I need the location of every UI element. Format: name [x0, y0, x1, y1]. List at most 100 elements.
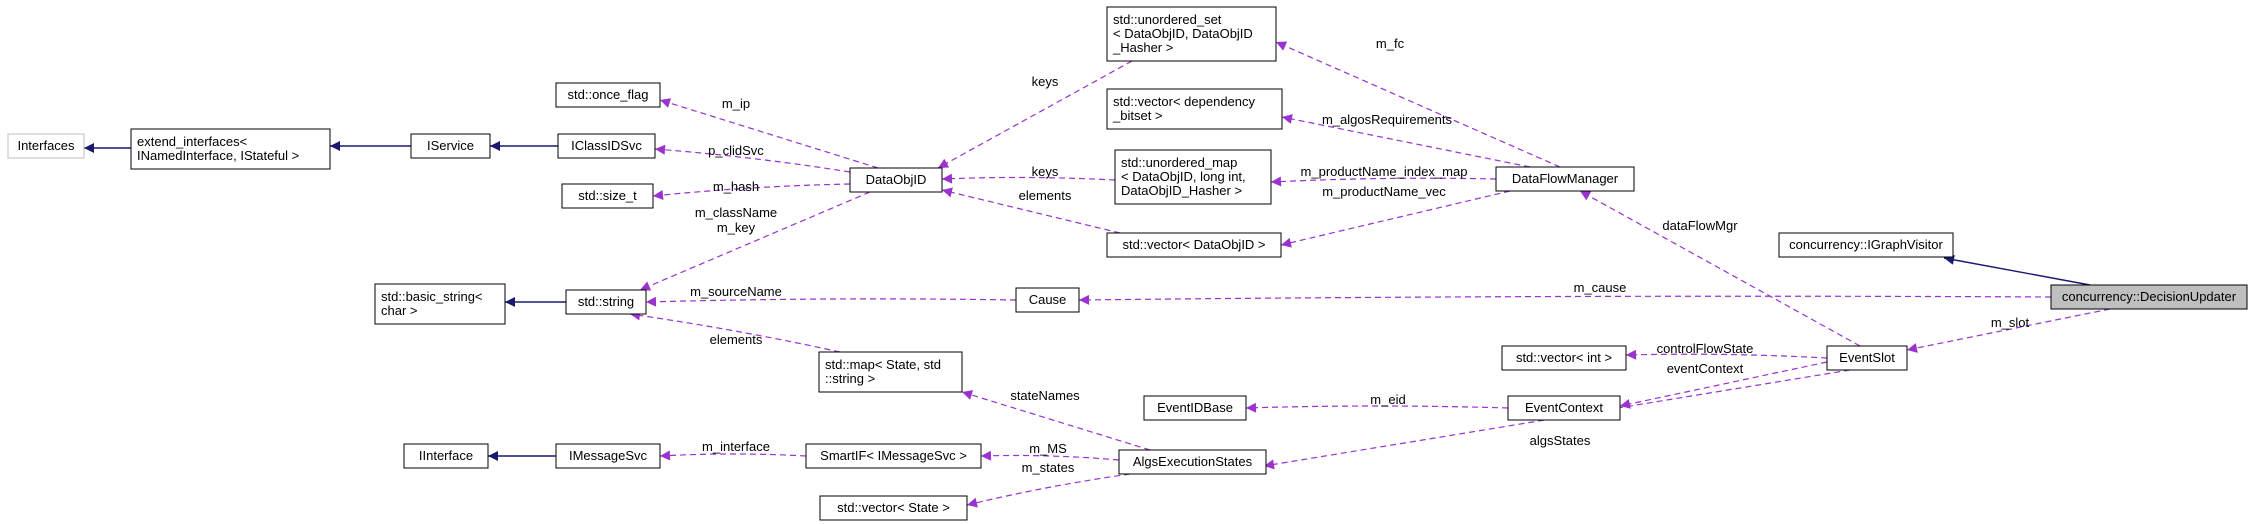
class-node-decisionupdater[interactable]: concurrency::DecisionUpdater [2050, 284, 2248, 310]
class-node-interfaces[interactable]: Interfaces [7, 133, 85, 159]
class-node-label: < DataObjID, long int, [1121, 169, 1246, 184]
class-node-dataflowmanager[interactable]: DataFlowManager [1495, 166, 1635, 192]
class-node-label: EventIDBase [1157, 400, 1233, 415]
class-node-box [1114, 149, 1272, 205]
class-node-label: < DataObjID, DataObjID [1113, 26, 1253, 41]
class-node-label: concurrency::IGraphVisitor [1789, 237, 1943, 252]
edge-dataflowmanager-to-vector-dep [1281, 114, 1531, 168]
class-node-box [555, 443, 661, 469]
class-node-eventidbase[interactable]: EventIDBase [1143, 395, 1247, 421]
class-node-box [1106, 88, 1283, 130]
class-node-basic-string[interactable]: std::basic_string< char > [374, 283, 506, 325]
edge-dataobjid-to-size-t [652, 183, 851, 200]
class-node-label: DataObjID_Hasher > [1121, 183, 1242, 198]
class-node-extend-interfaces[interactable]: extend_interfaces< INamedInterface, ISta… [130, 128, 331, 170]
class-node-algsexecutionstates[interactable]: AlgsExecutionStates [1118, 449, 1267, 475]
class-node-smartif[interactable]: SmartIF< IMessageSvc > [805, 443, 982, 469]
class-node-label: _Hasher > [1112, 40, 1173, 55]
edge-eventcontext-to-eventidbase [1245, 402, 1509, 413]
edge-label-statenames: stateNames [1010, 388, 1080, 403]
class-node-label: IClassIDSvc [571, 138, 642, 153]
class-node-igraphvisitor[interactable]: concurrency::IGraphVisitor [1778, 232, 1954, 258]
class-node-vector-int[interactable]: std::vector< int > [1501, 345, 1627, 371]
class-node-label: IService [427, 138, 474, 153]
class-node-vector-dep[interactable]: std::vector< dependency_bitset > [1106, 88, 1283, 130]
class-node-label: std::unordered_set [1113, 12, 1222, 27]
edge-smartif-to-imessagesvc [659, 450, 807, 461]
class-node-dataobjid[interactable]: DataObjID [849, 167, 943, 193]
class-node-size-t[interactable]: std::size_t [561, 183, 654, 209]
class-node-label: std::vector< State > [837, 500, 950, 515]
class-node-iservice[interactable]: IService [410, 133, 491, 159]
edge-algsexecutionstates-to-map-state [961, 390, 1151, 451]
edge-label-keys: keys [1032, 164, 1059, 179]
class-node-box [2050, 284, 2248, 310]
edge-eventslot-to-vector-int [1625, 349, 1828, 360]
class-node-cause[interactable]: Cause [1015, 287, 1080, 313]
edge-eventslot-to-eventcontext [1619, 361, 1828, 409]
edge-label-m-classname: m_className [695, 205, 777, 220]
class-node-box [130, 128, 331, 170]
class-node-label: SmartIF< IMessageSvc > [820, 448, 967, 463]
class-node-label: IMessageSvc [569, 448, 648, 463]
edge-label-m-eid: m_eid [1370, 392, 1405, 407]
class-node-box [1778, 232, 1954, 258]
edge-label-m-interface: m_interface [702, 439, 770, 454]
class-node-label: std::once_flag [568, 87, 649, 102]
edge-dataobjid-to-string [639, 191, 871, 291]
class-node-box [1501, 345, 1627, 371]
edge-label-eventcontext: eventContext [1667, 361, 1744, 376]
class-node-unordered-map[interactable]: std::unordered_map< DataObjID, long int,… [1114, 149, 1272, 205]
class-node-label: std::vector< DataObjID > [1122, 237, 1265, 252]
class-node-label: IInterface [419, 448, 473, 463]
class-node-label: std::vector< dependency [1113, 94, 1256, 109]
class-node-box [403, 443, 489, 469]
class-node-once-flag[interactable]: std::once_flag [555, 82, 661, 108]
class-node-label: Cause [1029, 292, 1067, 307]
class-node-box [1106, 232, 1282, 258]
class-node-imessagesvc[interactable]: IMessageSvc [555, 443, 661, 469]
class-node-string[interactable]: std::string [565, 289, 647, 315]
class-node-label: std::size_t [578, 188, 637, 203]
class-node-unordered-set[interactable]: std::unordered_set< DataObjID, DataObjID… [1106, 6, 1277, 62]
class-node-box [410, 133, 491, 159]
class-node-label: DataObjID [866, 172, 927, 187]
edge-label-elements: elements [1019, 188, 1072, 203]
edge-decisionupdater-to-eventslot [1906, 308, 2111, 353]
class-node-label: std::unordered_map [1121, 155, 1237, 170]
edge-decisionupdater-to-cause [1078, 294, 2052, 305]
edge-dataobjid-to-iclassidsvc [654, 144, 851, 173]
class-node-vector-did[interactable]: std::vector< DataObjID > [1106, 232, 1282, 258]
class-node-eventslot[interactable]: EventSlot [1826, 345, 1908, 371]
edge-label-m-sourcename: m_sourceName [690, 284, 782, 299]
class-node-box [818, 351, 963, 393]
edge-dataflowmanager-to-vector-did [1280, 190, 1511, 248]
class-node-label: std::string [578, 294, 634, 309]
class-node-box [1106, 6, 1277, 62]
class-node-box [1143, 395, 1247, 421]
edge-label-m-states: m_states [1022, 460, 1075, 475]
class-node-label: std::map< State, std [825, 357, 941, 372]
edge-label-m-key: m_key [717, 220, 756, 235]
class-node-vector-state[interactable]: std::vector< State > [819, 495, 968, 521]
class-node-box [819, 495, 968, 521]
edge-unordered-set-to-dataobjid [937, 60, 1133, 169]
edge-label-m-cause: m_cause [1574, 280, 1627, 295]
class-node-iclassidsvc[interactable]: IClassIDSvc [557, 133, 656, 159]
class-node-box [849, 167, 943, 193]
edge-label-m-fc: m_fc [1376, 36, 1405, 51]
edge-eventslot-to-algsexecutionstates [1263, 369, 1851, 470]
class-node-box [561, 183, 654, 209]
edge-label-elements: elements [710, 332, 763, 347]
edge-vector-did-to-dataobjid [941, 187, 1121, 234]
edge-label-m-ms: m_MS [1029, 441, 1067, 456]
edge-label-m-productname-vec: m_productName_vec [1322, 184, 1446, 199]
class-node-iinterface[interactable]: IInterface [403, 443, 489, 469]
edge-cause-to-string [645, 296, 1017, 307]
class-node-eventcontext[interactable]: EventContext [1507, 395, 1621, 421]
class-node-label: Interfaces [17, 138, 75, 153]
class-node-box [555, 82, 661, 108]
edge-label-m-productname-index-map: m_productName_index_map [1301, 164, 1468, 179]
class-node-map-state[interactable]: std::map< State, std::string > [818, 351, 963, 393]
